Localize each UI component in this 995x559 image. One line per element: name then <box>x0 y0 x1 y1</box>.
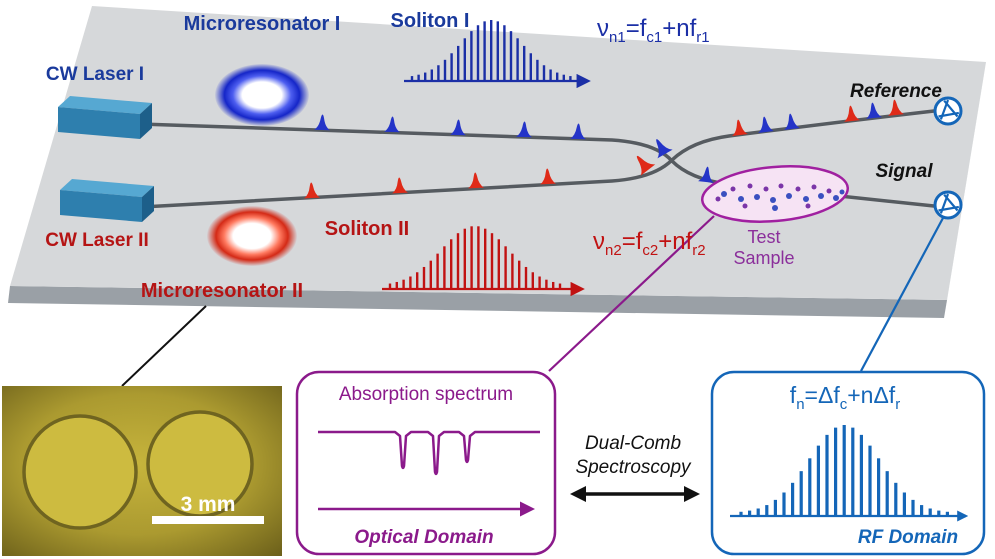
test-sample-ellipse <box>700 165 850 223</box>
red-soliton-pulse <box>392 177 408 194</box>
blue-soliton-pulse <box>656 139 673 159</box>
molecule-dot <box>778 183 784 189</box>
soliton1-formula: νn1=fc1+nfr1 <box>597 15 710 46</box>
cw-laser-2-label: CW Laser II <box>45 230 148 251</box>
red-soliton-pulse <box>732 119 748 136</box>
dual-comb-label-line1: Dual-Comb <box>585 433 681 454</box>
soliton2-formula: νn2=fc2+nfr2 <box>593 228 706 259</box>
dual-comb-label-line2: Spectroscopy <box>575 457 692 478</box>
double-arrow-left-head <box>570 486 586 502</box>
molecule-dot <box>772 205 778 211</box>
blue-soliton-pulse <box>384 116 400 133</box>
chip-microscope-photo: 3 mm <box>2 386 282 556</box>
double-arrow-right-head <box>684 486 700 502</box>
soliton-1-label: Soliton I <box>391 10 470 32</box>
blue-soliton-pulse <box>784 113 800 130</box>
molecule-dot <box>754 194 760 200</box>
chip-to-photo-connector <box>121 305 207 387</box>
cw-laser-1-label: CW Laser I <box>46 64 144 85</box>
molecule-dot <box>805 203 811 209</box>
optical-domain-label: Optical Domain <box>354 527 493 548</box>
molecule-dot <box>818 193 824 199</box>
molecule-dot <box>786 193 792 199</box>
blue-soliton-pulse <box>450 119 466 136</box>
blue-soliton-pulse <box>314 114 330 131</box>
soliton-pulses <box>304 99 904 199</box>
microresonator-1-label: Microresonator I <box>184 13 341 35</box>
dual-comb-spectroscopy-link: Dual-Comb Spectroscopy <box>570 433 700 502</box>
molecule-dot <box>747 183 753 189</box>
signal-label: Signal <box>875 161 933 182</box>
test-sample <box>700 165 850 223</box>
rf-formula: fn=Δfc+nΔfr <box>790 382 900 413</box>
signal-detector-icon <box>933 190 963 220</box>
scale-bar <box>152 516 264 524</box>
scale-bar-label: 3 mm <box>181 493 236 516</box>
photo-disk-1 <box>22 414 138 530</box>
blue-soliton-pulse <box>516 121 532 138</box>
molecule-dot <box>742 203 748 209</box>
rf-panel-box <box>710 370 986 556</box>
absorption-panel: Absorption spectrum Optical Domain <box>295 370 557 556</box>
sample-molecules <box>715 183 845 211</box>
red-soliton-pulse <box>636 155 656 176</box>
microresonator-1-ring <box>215 64 309 126</box>
reference-label: Reference <box>850 81 942 102</box>
molecule-dot <box>795 186 801 192</box>
red-soliton-pulse <box>468 172 484 189</box>
soliton-2-label: Soliton II <box>325 218 409 240</box>
reference-detector-icon <box>933 96 963 126</box>
blue-soliton-pulse <box>866 102 882 119</box>
rf-comb-spectrum <box>730 425 969 522</box>
blue-soliton-pulse <box>570 123 586 140</box>
molecule-dot <box>803 196 809 202</box>
molecule-dot <box>811 184 817 190</box>
molecule-dot <box>839 189 845 195</box>
molecule-dot <box>826 188 832 194</box>
red-soliton-pulse <box>888 99 904 116</box>
red-soliton-pulse <box>540 168 556 185</box>
cw-laser-1 <box>58 96 152 139</box>
soliton1-comb-spectrum <box>404 20 591 89</box>
blue-soliton-pulse <box>698 166 714 183</box>
absorption-title: Absorption spectrum <box>339 384 513 405</box>
chip-side-front <box>8 286 947 318</box>
molecule-dot <box>763 186 769 192</box>
signal-to-rf-connector <box>860 217 944 372</box>
molecule-dot <box>738 196 744 202</box>
molecule-dot <box>721 191 727 197</box>
sample-to-absorption-connector <box>548 215 715 372</box>
molecule-dot <box>730 186 736 192</box>
cw-laser-2 <box>60 179 154 222</box>
microresonator-2-label: Microresonator II <box>141 280 303 302</box>
blue-soliton-pulse <box>758 116 774 133</box>
microresonator-2-ring <box>207 206 297 266</box>
rf-panel: fn=Δfc+nΔfr RF Domain <box>710 370 986 556</box>
test-sample-label-line2: Sample <box>733 248 794 268</box>
test-sample-label-line1: Test <box>747 227 780 247</box>
rf-domain-label: RF Domain <box>858 527 958 548</box>
molecule-dot <box>833 195 839 201</box>
molecule-dot <box>715 196 721 202</box>
red-soliton-pulse <box>304 182 320 199</box>
soliton2-comb-spectrum <box>382 226 585 297</box>
absorption-spectrum-trace <box>318 430 540 476</box>
red-soliton-pulse <box>844 105 860 122</box>
molecule-dot <box>770 197 776 203</box>
